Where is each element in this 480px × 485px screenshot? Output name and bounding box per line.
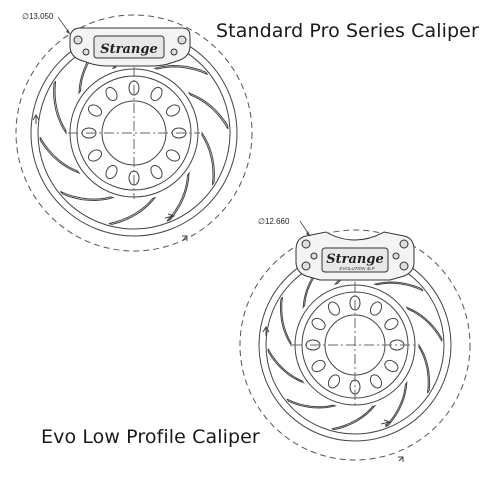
bottom-hub-bolt-hole xyxy=(327,374,341,389)
top-hub-bolt-hole xyxy=(165,104,181,117)
bottom-diameter-label: ∅12.660 xyxy=(258,217,290,226)
top-caliper-bolt-right xyxy=(177,35,187,45)
top-hub-bolt-hole xyxy=(105,86,118,102)
bottom-rotation-arrow-bottom xyxy=(380,419,392,426)
bottom-caliper-subtext: EVOLUTION 4LP xyxy=(339,266,374,271)
bottom-hub-bolt-hole xyxy=(311,317,326,331)
top-rotation-arrow-left xyxy=(32,114,40,124)
top-rotor-slot xyxy=(201,131,215,186)
top-caliper-bleeder-left xyxy=(82,48,90,56)
top-outer-arrow xyxy=(182,235,188,241)
bottom-caliper-logo-text: Strange xyxy=(326,252,383,267)
standard-caliper-title: Standard Pro Series Caliper xyxy=(216,20,479,42)
top-diameter-label: ∅13.050 xyxy=(22,12,54,21)
top-rotor-slot xyxy=(153,64,208,75)
top-rotor-slot xyxy=(187,91,229,130)
bottom-rotor-slot xyxy=(331,404,377,431)
top-hub-bolt-holes xyxy=(81,80,187,186)
bottom-hub-bolt-hole xyxy=(384,359,399,373)
bottom-outer-arrow xyxy=(398,456,404,462)
top-caliper-bolt-left xyxy=(73,35,83,45)
bottom-caliper-bolt-1 xyxy=(301,239,311,249)
bottom-rotation-arrow-left xyxy=(262,326,270,336)
top-hub-bolt-hole xyxy=(150,164,163,180)
evo-caliper-title: Evo Low Profile Caliper xyxy=(41,426,260,448)
bottom-caliper: Strange EVOLUTION 4LP xyxy=(295,231,415,281)
top-rotor-slot xyxy=(53,80,67,135)
bottom-caliper-logo-plate xyxy=(321,247,389,273)
bottom-caliper-bolt-5 xyxy=(310,252,318,260)
top-hub-bolt-hole xyxy=(165,149,181,162)
bottom-rotor-slot xyxy=(373,281,424,292)
top-callout-arrowhead xyxy=(66,29,70,34)
bottom-rotor-slot xyxy=(267,348,305,384)
bottom-hub-bolt-holes xyxy=(305,295,405,395)
bottom-hub-bolt-hole xyxy=(369,301,383,316)
bottom-hub-bolt-hole xyxy=(311,359,326,373)
bottom-rotor-slot xyxy=(279,296,292,347)
bottom-rotor-slot xyxy=(286,398,337,409)
top-hub-bolt-hole xyxy=(87,104,103,117)
top-rotation-arrow-bottom xyxy=(164,213,176,220)
top-rotor-slot xyxy=(108,196,157,225)
bottom-caliper-bolt-6 xyxy=(392,252,400,260)
bottom-caliper-bolt-3 xyxy=(301,261,311,271)
top-rotor-slot xyxy=(60,191,115,202)
bottom-callout-arrowhead xyxy=(306,231,310,236)
bottom-hub-bolt-hole xyxy=(369,374,383,389)
top-rotor-slot xyxy=(39,136,81,175)
bottom-diameter-callout: ∅12.660 xyxy=(258,217,311,237)
top-caliper-logo-text: Strange xyxy=(100,42,157,57)
top-caliper-logo-plate xyxy=(93,35,165,59)
bottom-hub-bolt-hole xyxy=(327,301,341,316)
top-caliper-bleeder-right xyxy=(170,48,178,56)
top-caliper: Strange xyxy=(69,27,191,67)
bottom-rotor-slot xyxy=(405,306,443,342)
bottom-caliper-bolt-2 xyxy=(399,239,409,249)
bottom-rotor-slot xyxy=(418,343,431,394)
top-hub-bolt-hole xyxy=(87,149,103,162)
bottom-hub-bolt-hole xyxy=(384,317,399,331)
top-diameter-callout: ∅13.050 xyxy=(22,12,71,35)
top-rotor-slot xyxy=(166,171,190,222)
top-hub-bolt-hole xyxy=(105,164,118,180)
bottom-caliper-bolt-4 xyxy=(399,261,409,271)
top-hub-bolt-hole xyxy=(150,86,163,102)
bottom-rotor-slot xyxy=(385,380,408,427)
bottom-outer-dashed-circle xyxy=(239,229,471,461)
top-outer-dashed-circle xyxy=(15,14,253,252)
